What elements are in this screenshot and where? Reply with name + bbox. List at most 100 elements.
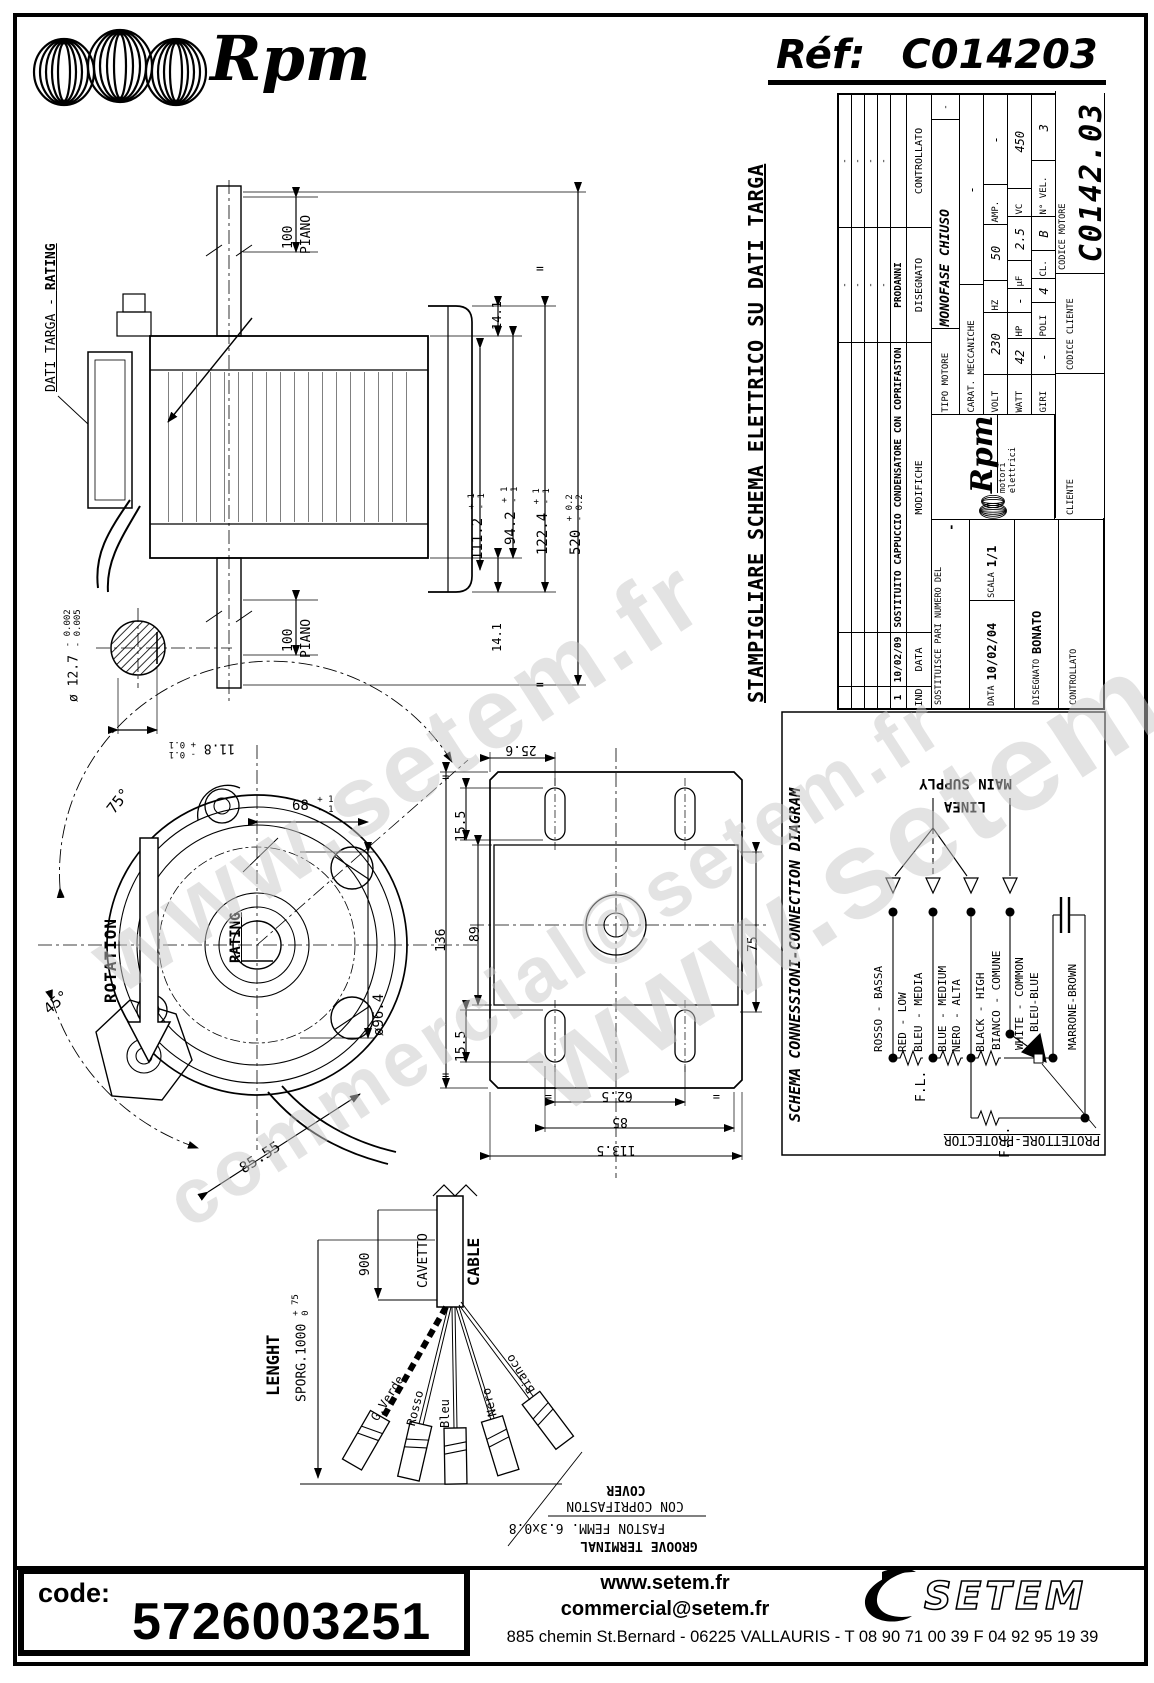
wire3-en-label: BLACK - HIGH <box>974 972 987 1052</box>
rotation-label: ROTATION <box>101 917 120 1003</box>
dim-25-6: 25.6 <box>505 742 537 757</box>
wire2-it-label: BLEU - MEDIA <box>912 972 925 1052</box>
dim-68-value: 68 <box>292 798 309 814</box>
cliente-label: CLIENTE <box>1066 479 1076 515</box>
piano-bottom-label: PIANO <box>299 618 314 658</box>
tipo-motore-label: TIPO MOTORE <box>932 328 959 415</box>
title-block: -- -- -- -- 1 10/02/09 SOSTITUITO CAPPUC… <box>837 91 1109 710</box>
revision-empty-row: -- <box>839 95 852 708</box>
equal-mark-flange-bottom: = <box>442 1068 450 1082</box>
equal-mark-85: = <box>712 1090 720 1104</box>
title-block-main: SOSTITUISCE PARI NUMERO DEL - DATA 10/02… <box>932 91 1109 708</box>
codice-cliente-cell: CODICE CLIENTE <box>1056 273 1104 373</box>
wire4-it-label: BIANCO - COMUNE <box>990 950 1003 1050</box>
cl-label: CL. <box>1032 250 1055 279</box>
codice-motore-value: C0142.03 <box>1074 101 1109 263</box>
dim-15-5-top: 15.5 <box>454 810 469 842</box>
amp-value: - <box>988 136 1003 144</box>
revision-table: -- -- -- -- 1 10/02/09 SOSTITUITO CAPPUC… <box>839 95 932 708</box>
revision-entry-row: 1 10/02/09 SOSTITUITO CAPPUCCIO CONDENSA… <box>891 95 907 708</box>
rev-dis: - <box>878 227 890 342</box>
motor-side-view <box>57 180 586 734</box>
controllato-cell: CONTROLLATO <box>1059 520 1103 708</box>
rev-ind-value: 1 <box>891 686 906 708</box>
cable-view <box>300 1184 706 1547</box>
tipo-motore-row: TIPO MOTORE MONOFASE CHIUSO - <box>932 95 960 415</box>
dim-15-5-bottom: 15.5 <box>454 1030 469 1062</box>
dim-100-bottom: 100 <box>281 628 296 652</box>
revision-empty-row: -- <box>865 95 878 708</box>
rev-data <box>839 632 851 686</box>
title-block-logo-cell: Rpm motori elettrici <box>932 414 1055 520</box>
title-block-left: SOSTITUISCE PARI NUMERO DEL - DATA 10/02… <box>932 519 1103 708</box>
dim-520: 520 + 0.2- 0.2 <box>565 494 586 555</box>
rev-mod <box>878 342 890 632</box>
tol-minus: - 1 <box>510 486 520 503</box>
hz-value: 50 <box>984 224 1007 281</box>
tipo-motore-value: MONOFASE CHIUSO <box>932 119 959 329</box>
groove-terminal-label: GROOVE TERMINAL <box>580 1538 698 1553</box>
rev-con: - <box>853 158 863 164</box>
piano-top-label: PIANO <box>299 214 314 254</box>
tol-minus: - 1 <box>317 805 334 815</box>
footer-address: 885 chemin St.Bernard - 06225 VALLAURIS … <box>506 1628 1099 1646</box>
flange-plate-view <box>440 748 766 1178</box>
vc-label: VC <box>1008 188 1031 217</box>
data-label: DATA <box>987 685 997 706</box>
rating-text: RATING <box>44 243 59 291</box>
title-block-logo-text: Rpm motori elettrici <box>965 415 1018 494</box>
dim-136: 136 <box>434 928 449 952</box>
rev-con: - <box>879 158 889 164</box>
watt-label: WATT <box>1008 374 1031 415</box>
volt-value: 230 <box>984 312 1007 375</box>
nvel-value: 3 <box>1036 124 1051 132</box>
linea-label: LINEA <box>943 798 987 814</box>
wire1-en-label: RED - LOW <box>896 992 909 1052</box>
dim-68: 68 + 1- 1 <box>292 796 334 816</box>
wire1-it-label: ROSSO - BASSA <box>872 965 885 1052</box>
hp-label: HP <box>1008 312 1031 339</box>
hp-value: - <box>1008 288 1031 313</box>
rev-date-value: 10/02/09 <box>891 632 906 686</box>
dim-11-8: 11.8 - 0.1+ 0.1 <box>154 738 250 759</box>
sostituisce-label: SOSTITUISCE PARI NUMERO DEL <box>934 566 944 705</box>
disegnato-value: BONATO <box>1029 610 1044 654</box>
setem-wordmark: SETEM <box>924 1574 1087 1618</box>
equal-mark-bottom: = <box>536 678 544 693</box>
giri-value: - <box>1032 338 1055 375</box>
tol-minus: - 1 <box>477 493 487 510</box>
rev-header-modifiche: MODIFICHE <box>907 342 931 632</box>
carat-value: - <box>964 186 979 194</box>
rev-header-disegnato: DISEGNATO <box>907 227 931 342</box>
data-scala-cell: DATA 10/02/04 SCALA 1/1 <box>970 520 1015 708</box>
dim-122-4-value: 122.4 <box>535 512 551 555</box>
scala-cell: SCALA 1/1 <box>970 520 1014 599</box>
dim-dia-96-4: ø96.4 <box>371 993 387 1036</box>
rev-data <box>865 632 877 686</box>
rev-ind <box>839 686 851 708</box>
footer-bar <box>13 1562 1148 1666</box>
uf-value: 2.5 <box>1008 216 1031 261</box>
amp-label: AMP. <box>984 184 1007 225</box>
rev-ind <box>852 686 864 708</box>
tol-lower: - 0.005 <box>73 609 83 648</box>
code-box: code: 5726003251 <box>18 1568 470 1656</box>
disegnato-cell: DISEGNATO BONATO <box>1015 520 1059 708</box>
wire-bleu-label: Bleu <box>438 1399 452 1428</box>
tol-zero: 0 <box>301 1310 311 1316</box>
rev-description: SOSTITUITO CAPPUCCIO CONDENSATORE CON CO… <box>891 342 906 632</box>
dim-14-1-top: 14.1 <box>490 301 504 330</box>
fl-label: F.L. <box>914 1070 929 1102</box>
dim-111-2-tol: + 1- 1 <box>467 493 488 510</box>
rpm-coil-small-icon <box>979 495 1007 520</box>
rev-header-ind: IND <box>907 686 931 708</box>
giri-poli-cl-nvel-row: GIRI - POLI 4 CL. B N° VEL. 3 <box>1032 95 1055 415</box>
dim-dia-12-7: ø 12.7 - 0.002- 0.005 <box>63 609 84 702</box>
setem-swoosh-icon <box>864 1570 914 1622</box>
ref-value: C014203 <box>901 32 1098 78</box>
hz-label: HZ <box>984 280 1007 313</box>
sporg-value: SPORG.1000 <box>294 1323 310 1402</box>
rev-header-controllato: CONTROLLATO <box>913 127 925 195</box>
